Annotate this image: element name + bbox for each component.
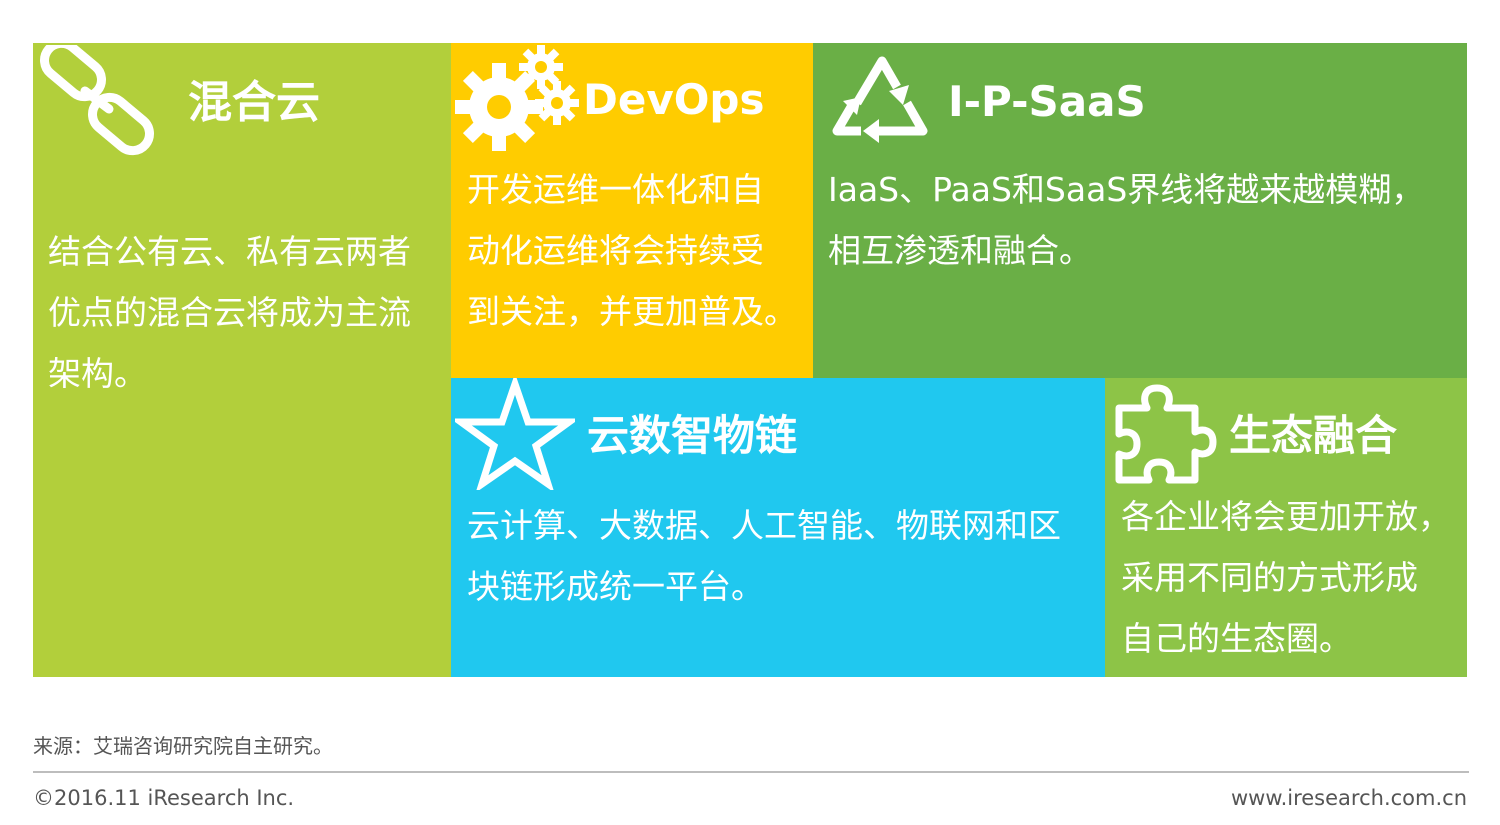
tile-title: DevOps [583, 75, 765, 124]
footer-divider [33, 771, 1469, 773]
tile-title: 云数智物链 [587, 411, 798, 460]
description-line: 采用不同的方式形成 [1121, 558, 1418, 597]
puzzle-piece-icon [1113, 382, 1217, 486]
description-line: IaaS、PaaS和SaaS界线将越来越模糊， [828, 170, 1425, 209]
tile-devops: DevOps 开发运维一体化和自 动化运维将会持续受 到关注，并更加普及。 [451, 43, 813, 378]
description-line: 优点的混合云将成为主流 [48, 293, 411, 332]
description-line: 到关注，并更加普及。 [467, 292, 797, 331]
tile-description: IaaS、PaaS和SaaS界线将越来越模糊， 相互渗透和融合。 [828, 159, 1458, 281]
tile-hybrid-cloud: 混合云 结合公有云、私有云两者 优点的混合云将成为主流 架构。 [33, 43, 451, 677]
copyright-text: ©2016.11 iResearch Inc. [33, 786, 295, 810]
description-line: 自己的生态圈。 [1121, 619, 1352, 658]
description-line: 云计算、大数据、人工智能、物联网和区 [467, 506, 1061, 545]
tile-title: 混合云 [188, 77, 320, 128]
tile-cloud-data-ai-iot-blockchain: 云数智物链 云计算、大数据、人工智能、物联网和区 块链形成统一平台。 [451, 378, 1105, 677]
description-line: 各企业将会更加开放， [1121, 497, 1451, 536]
description-line: 结合公有云、私有云两者 [48, 232, 411, 271]
chain-link-icon [39, 45, 159, 157]
tile-ecosystem-integration: 生态融合 各企业将会更加开放， 采用不同的方式形成 自己的生态圈。 [1105, 378, 1467, 677]
source-note: 来源：艾瑞咨询研究院自主研究。 [33, 734, 333, 758]
tile-ip-saas: I-P-SaaS IaaS、PaaS和SaaS界线将越来越模糊， 相互渗透和融合… [813, 43, 1467, 378]
tile-title: 生态融合 [1229, 411, 1398, 460]
tile-title: I-P-SaaS [948, 77, 1146, 126]
tile-description: 结合公有云、私有云两者 优点的混合云将成为主流 架构。 [48, 221, 448, 404]
description-line: 块链形成统一平台。 [467, 567, 764, 606]
description-line: 动化运维将会持续受 [467, 231, 764, 270]
recycle-icon [827, 51, 937, 147]
tile-description: 开发运维一体化和自 动化运维将会持续受 到关注，并更加普及。 [467, 159, 812, 342]
star-icon [455, 378, 575, 490]
tile-description: 云计算、大数据、人工智能、物联网和区 块链形成统一平台。 [467, 495, 1097, 617]
tile-description: 各企业将会更加开放， 采用不同的方式形成 自己的生态圈。 [1121, 486, 1466, 669]
website-url: www.iresearch.com.cn [1230, 786, 1467, 810]
gears-icon [453, 45, 583, 153]
description-line: 开发运维一体化和自 [467, 170, 764, 209]
description-line: 架构。 [48, 354, 147, 393]
description-line: 相互渗透和融合。 [828, 231, 1092, 270]
